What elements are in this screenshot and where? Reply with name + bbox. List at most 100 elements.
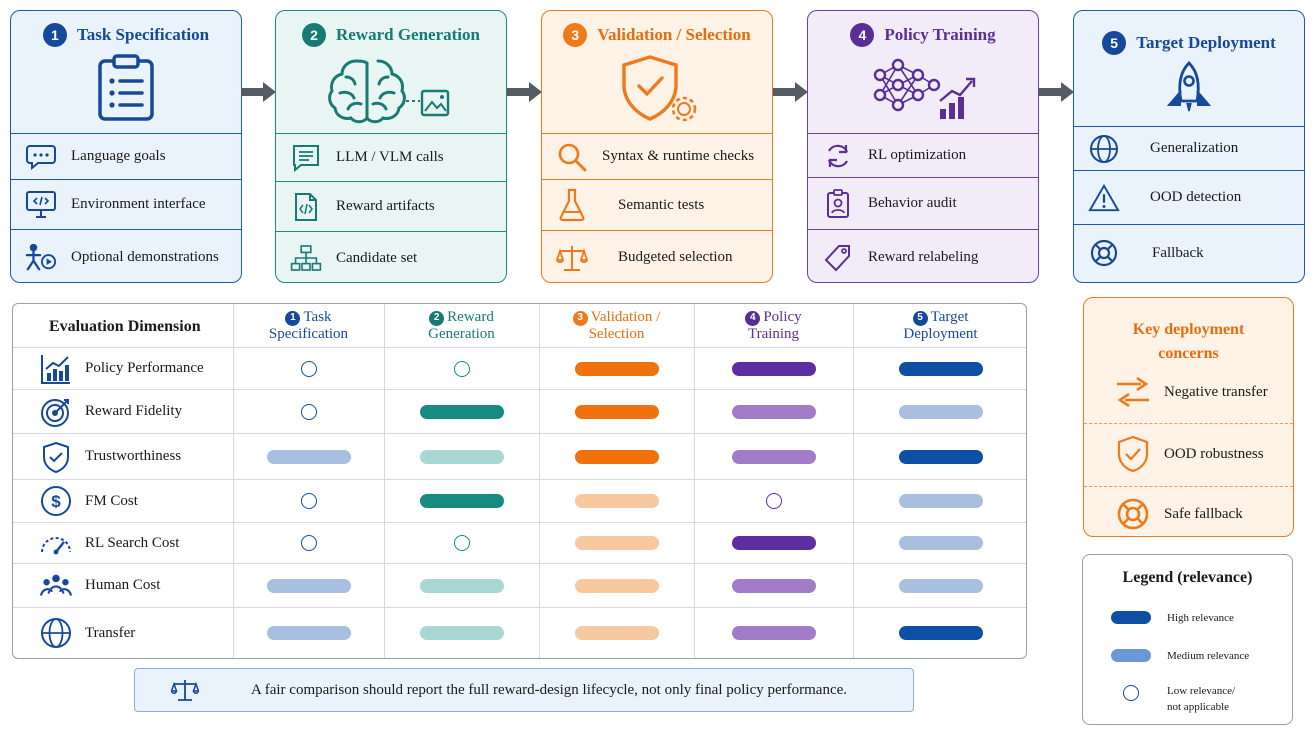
relevance-cell xyxy=(233,434,384,479)
globe-icon xyxy=(1088,133,1120,165)
relevance-cell xyxy=(233,523,384,563)
low-relevance-marker xyxy=(300,493,317,509)
stage-item: Behavior audit xyxy=(808,177,1038,229)
speedometer-icon xyxy=(39,526,73,560)
matrix-row: Human Cost xyxy=(13,564,1026,608)
dimension-header: Evaluation Dimension xyxy=(49,318,201,335)
stage-item: Fallback xyxy=(1074,224,1304,281)
high-relevance-bar xyxy=(574,449,659,464)
row-label: Transfer xyxy=(39,608,135,658)
medium-relevance-bar xyxy=(574,536,659,550)
id-badge-icon xyxy=(822,188,854,220)
medium-relevance-bar xyxy=(266,626,351,640)
relevance-cell xyxy=(694,434,853,479)
concern-item: Negative transfer xyxy=(1084,370,1293,414)
row-label-text: Reward Fidelity xyxy=(85,403,183,419)
code-file-icon xyxy=(290,191,322,223)
legend-low: Low relevance/not applicable xyxy=(1111,683,1235,715)
medium-relevance-bar xyxy=(574,494,659,508)
row-label-text: Human Cost xyxy=(85,577,161,593)
relevance-cell xyxy=(853,434,1026,479)
low-relevance-marker xyxy=(300,403,317,420)
low-relevance-marker xyxy=(453,535,470,551)
stage-item: LLM / VLM calls xyxy=(276,133,506,181)
row-label: RL Search Cost xyxy=(39,523,179,563)
medium-relevance-bar xyxy=(898,404,983,419)
clipboard-icon xyxy=(11,53,241,123)
lifebuoy-icon xyxy=(1088,237,1120,269)
note-text: A fair comparison should report the full… xyxy=(250,681,848,698)
bar-chart-icon xyxy=(39,352,73,386)
low-relevance-marker xyxy=(453,360,470,377)
relevance-cell xyxy=(539,480,694,522)
relevance-cell xyxy=(539,523,694,563)
flow-arrow-icon xyxy=(507,82,542,102)
step-number-badge: 5 xyxy=(1102,31,1127,55)
scales-icon xyxy=(155,678,215,702)
legend-medium: Medium relevance xyxy=(1111,649,1249,662)
legend-swatch-low xyxy=(1123,685,1139,701)
stage-item: Environment interface xyxy=(11,179,241,229)
relevance-cell xyxy=(384,348,539,389)
row-label-text: RL Search Cost xyxy=(85,534,180,551)
globe-icon xyxy=(41,618,71,648)
row-label-text: FM Cost xyxy=(85,492,138,509)
stage-title: Task Specification xyxy=(76,25,210,44)
legend-title: Legend (relevance) xyxy=(1122,569,1253,586)
high-relevance-bar xyxy=(419,494,504,508)
legend-swatch-high xyxy=(1111,611,1151,624)
medium-relevance-bar xyxy=(898,578,983,593)
hierarchy-icon xyxy=(290,242,322,274)
low-relevance-marker xyxy=(765,493,782,509)
globe-icon xyxy=(39,616,73,650)
matrix-row: $ FM Cost xyxy=(13,480,1026,523)
low-relevance-marker xyxy=(300,360,317,377)
row-label: Trustworthiness xyxy=(39,434,181,479)
stage-reward-generation: 2 Reward Generation LLM / VLM calls Rewar… xyxy=(275,10,507,283)
stage-title: Target Deployment xyxy=(1136,33,1276,52)
relevance-cell xyxy=(384,564,539,607)
shield-check-icon xyxy=(43,441,69,473)
flow-arrow-icon xyxy=(1039,82,1074,102)
relevance-cell xyxy=(233,608,384,658)
neural-network-icon xyxy=(808,53,1038,125)
relevance-cell xyxy=(853,564,1026,607)
stage-title: Policy Training xyxy=(884,25,996,44)
relevance-cell xyxy=(694,608,853,658)
dollar-coin-icon: $ xyxy=(39,484,73,518)
step-number-badge: 2 xyxy=(301,23,326,47)
swap-arrows-icon xyxy=(1112,375,1154,409)
matrix-row: RL Search Cost xyxy=(13,523,1026,564)
matrix-row: Transfer xyxy=(13,608,1026,658)
medium-relevance-bar xyxy=(419,449,504,464)
medium-relevance-bar xyxy=(574,626,659,640)
relevance-cell xyxy=(853,480,1026,522)
step-number-badge: 3 xyxy=(563,23,588,47)
stage-item: Reward artifacts xyxy=(276,181,506,231)
relevance-cell xyxy=(233,390,384,433)
row-label: $ FM Cost xyxy=(39,480,138,522)
stage-item: Generalization xyxy=(1074,126,1304,170)
relevance-cell xyxy=(384,480,539,522)
medium-relevance-bar xyxy=(574,578,659,593)
stage-title: Reward Generation xyxy=(335,25,480,44)
speedometer-icon xyxy=(41,537,71,555)
relevance-cell xyxy=(539,564,694,607)
stage-item: Candidate set xyxy=(276,231,506,282)
medium-relevance-bar xyxy=(419,626,504,640)
legend-high: High relevance xyxy=(1111,611,1234,624)
person-play-icon xyxy=(25,241,57,273)
low-relevance-marker xyxy=(300,535,317,551)
stage-item: Budgeted selection xyxy=(542,230,772,282)
shield-gear-icon xyxy=(542,53,772,125)
matrix-row: Reward Fidelity xyxy=(13,390,1026,434)
high-relevance-bar xyxy=(574,404,659,419)
scales-icon xyxy=(556,242,588,274)
